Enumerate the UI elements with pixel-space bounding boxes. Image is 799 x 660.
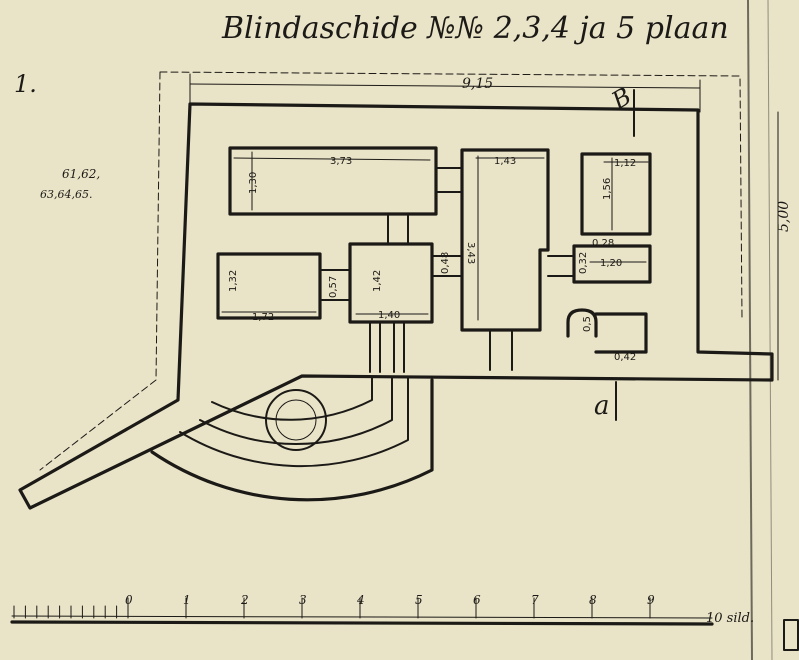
overall-width-label: 9,15 <box>462 76 493 92</box>
scale-tick-label: 0 <box>125 593 133 607</box>
plan-title: Blindaschide №№ 2,3,4 ja 5 plaan <box>221 11 729 46</box>
room-4 <box>460 148 550 332</box>
scale-bar-line <box>10 620 714 626</box>
scale-bar-unit: 10 sild. <box>706 611 754 626</box>
gun-mount-outer <box>265 389 327 451</box>
room-1-length-label: 3,73 <box>330 156 352 167</box>
scale-bar-line-2 <box>11 615 713 619</box>
niche-width-label: 0,42 <box>614 352 636 363</box>
passage-2 <box>319 269 351 301</box>
passage-1 <box>435 167 463 193</box>
scale-tick-label: 3 <box>299 593 307 607</box>
scale-bar-ticks: 0 1 2 3 4 5 6 7 8 9 <box>13 593 655 619</box>
room-6 <box>572 244 652 284</box>
room-6-gap-label: 0,28 <box>592 238 614 249</box>
sheet-number: 1. <box>14 70 37 98</box>
niche <box>566 308 648 354</box>
emplacement-arc-1 <box>179 377 409 468</box>
passage-4 <box>489 329 513 371</box>
room-4-width-label: 1,43 <box>494 156 516 167</box>
passage-3 <box>431 255 463 277</box>
section-mark-bottom: a <box>594 391 610 421</box>
scale-tick-label: 9 <box>647 593 655 607</box>
room-6-width-label: 1,20 <box>600 258 622 269</box>
scale-tick-label: 1 <box>183 593 191 607</box>
room-5 <box>580 152 652 236</box>
scale-tick-label: 4 <box>356 593 365 607</box>
room-1-depth-label: 1,30 <box>248 172 259 194</box>
room-2-depth-label: 1,32 <box>228 270 239 292</box>
passage-5 <box>547 255 575 277</box>
overall-height-label: 5,00 <box>776 201 792 232</box>
overall-width-dimension-line <box>189 83 701 89</box>
room-5-width-label: 1,12 <box>614 158 636 169</box>
paper-fold-line-2 <box>767 0 773 660</box>
paper-fold-line <box>747 0 753 660</box>
room-3 <box>348 242 434 324</box>
passage-a-label: 0,57 <box>328 276 339 298</box>
stair-lines <box>369 321 405 373</box>
room-2-length-label: 1,72 <box>252 312 274 323</box>
passage-b-label: 0,48 <box>440 252 451 274</box>
scale-tick-label: 7 <box>531 593 539 607</box>
outer-wall <box>18 102 774 510</box>
side-note-line2: 63,64,65. <box>40 188 92 201</box>
room-2 <box>216 252 322 320</box>
room-4-length-label: 3,43 <box>465 242 476 264</box>
passage-1b <box>387 213 409 245</box>
scale-tick-label: 5 <box>415 593 423 607</box>
scale-tick-label: 6 <box>473 593 481 607</box>
corner-mark <box>783 619 799 651</box>
gun-mount-inner <box>275 399 317 441</box>
emplacement-arc-2 <box>199 377 393 445</box>
niche-depth-label: 0,5 <box>582 316 593 332</box>
side-note-line1: 61,62, <box>62 167 100 181</box>
emplacement-arc-3 <box>211 377 373 421</box>
room-1-length-dim <box>233 157 431 161</box>
scale-tick-label: 2 <box>240 593 249 607</box>
room-1 <box>228 146 438 216</box>
room-6-side-label: 0,32 <box>578 252 589 274</box>
scale-tick-label: 8 <box>589 593 597 607</box>
room-5-depth-label: 1,56 <box>602 178 613 200</box>
emplacement-arc-outer <box>150 378 434 502</box>
room-3-width-label: 1,40 <box>378 310 400 321</box>
room-3-depth-label: 1,42 <box>372 270 383 292</box>
dashed-outline <box>39 71 743 471</box>
